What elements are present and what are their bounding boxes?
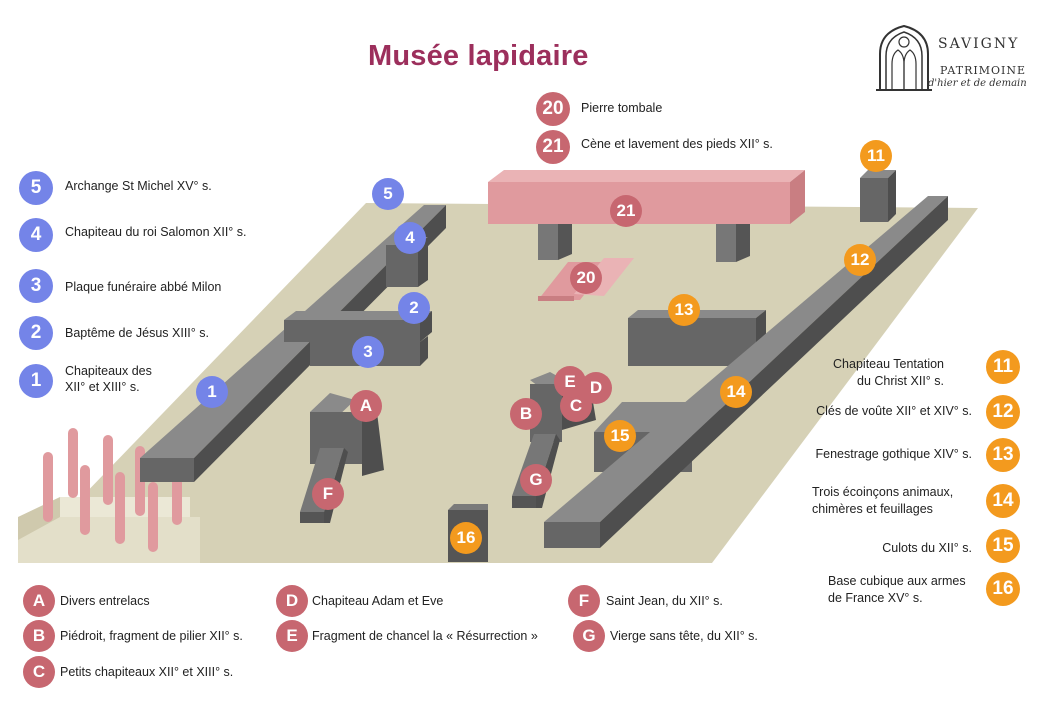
wall-right xyxy=(544,196,948,548)
marker-12[interactable]: 12 xyxy=(844,244,876,276)
legend-badge-3: 3 xyxy=(19,269,53,303)
legend-label-16b: de France XV° s. xyxy=(828,591,923,605)
legend-badge-D: D xyxy=(276,585,308,617)
legend-label-A: Divers entrelacs xyxy=(60,594,150,608)
legend-badge-13: 13 xyxy=(986,438,1020,472)
legend-badge-21: 21 xyxy=(536,130,570,164)
legend-label-C: Petits chapiteaux XII° et XIII° s. xyxy=(60,665,234,679)
legend-label-E: Fragment de chancel la « Résurrection » xyxy=(312,629,538,643)
legend-badge-14: 14 xyxy=(986,484,1020,518)
marker-G[interactable]: G xyxy=(520,464,552,496)
legend-label-1a: Chapiteaux des xyxy=(65,364,152,378)
legend-label-11a: Chapiteau Tentation xyxy=(833,357,944,371)
legend-badge-G: G xyxy=(573,620,605,652)
marker-21[interactable]: 21 xyxy=(610,195,642,227)
gothic-window-icon xyxy=(876,24,932,91)
legend-badge-A: A xyxy=(23,585,55,617)
marker-13[interactable]: 13 xyxy=(668,294,700,326)
marker-4[interactable]: 4 xyxy=(394,222,426,254)
legend-badge-1: 1 xyxy=(19,364,53,398)
legend-label-F: Saint Jean, du XII° s. xyxy=(606,594,723,608)
floor xyxy=(18,203,978,563)
marker-1[interactable]: 1 xyxy=(196,376,228,408)
legend-label-B: Piédroit, fragment de pilier XII° s. xyxy=(60,629,243,643)
legend-badge-15: 15 xyxy=(986,529,1020,563)
legend-label-G: Vierge sans tête, du XII° s. xyxy=(610,629,758,643)
legend-label-2: Baptême de Jésus XIII° s. xyxy=(65,326,209,340)
marker-F[interactable]: F xyxy=(312,478,344,510)
legend-label-4: Chapiteau du roi Salomon XII° s. xyxy=(65,225,247,239)
marker-5[interactable]: 5 xyxy=(372,178,404,210)
legend-label-21: Cène et lavement des pieds XII° s. xyxy=(581,137,773,151)
legend-label-14a: Trois écoinçons animaux, xyxy=(812,485,954,499)
brand-logo: SAVIGNY PATRIMOINE d'hier et de demain xyxy=(874,24,1034,96)
marker-3[interactable]: 3 xyxy=(352,336,384,368)
marker-B[interactable]: B xyxy=(510,398,542,430)
legend-label-12: Clés de voûte XII° et XIV° s. xyxy=(816,404,972,418)
legend-badge-C: C xyxy=(23,656,55,688)
legend-badge-F: F xyxy=(568,585,600,617)
legend-label-1b: XII° et XIII° s. xyxy=(65,380,140,394)
marker-16[interactable]: 16 xyxy=(450,522,482,554)
marker-11[interactable]: 11 xyxy=(860,140,892,172)
page-title: Musée lapidaire xyxy=(368,40,589,72)
legend-label-16a: Base cubique aux armes xyxy=(828,574,966,588)
legend-badge-4: 4 xyxy=(19,218,53,252)
legend-badge-12: 12 xyxy=(986,395,1020,429)
marker-14[interactable]: 14 xyxy=(720,376,752,408)
legend-label-15: Culots du XII° s. xyxy=(882,541,972,555)
legend-badge-2: 2 xyxy=(19,316,53,350)
legend-badge-11: 11 xyxy=(986,350,1020,384)
legend-label-5: Archange St Michel XV° s. xyxy=(65,179,212,193)
legend-label-D: Chapiteau Adam et Eve xyxy=(312,594,444,608)
legend-badge-20: 20 xyxy=(536,92,570,126)
legend-label-11b: du Christ XII° s. xyxy=(857,374,944,388)
marker-E[interactable]: E xyxy=(554,366,586,398)
legend-badge-E: E xyxy=(276,620,308,652)
brand-tagline: d'hier et de demain xyxy=(928,78,1027,89)
legend-label-3: Plaque funéraire abbé Milon xyxy=(65,280,222,294)
legend-label-20: Pierre tombale xyxy=(581,101,663,115)
marker-2[interactable]: 2 xyxy=(398,292,430,324)
legend-label-13: Fenestrage gothique XIV° s. xyxy=(815,447,972,461)
legend-badge-5: 5 xyxy=(19,171,53,205)
legend-label-14b: chimères et feuillages xyxy=(812,502,933,516)
legend-badge-B: B xyxy=(23,620,55,652)
legend-badge-16: 16 xyxy=(986,572,1020,606)
brand-name: SAVIGNY xyxy=(938,36,1020,52)
marker-A[interactable]: A xyxy=(350,390,382,422)
marker-15[interactable]: 15 xyxy=(604,420,636,452)
marker-20[interactable]: 20 xyxy=(570,262,602,294)
brand-subtitle: PATRIMOINE xyxy=(940,64,1026,77)
